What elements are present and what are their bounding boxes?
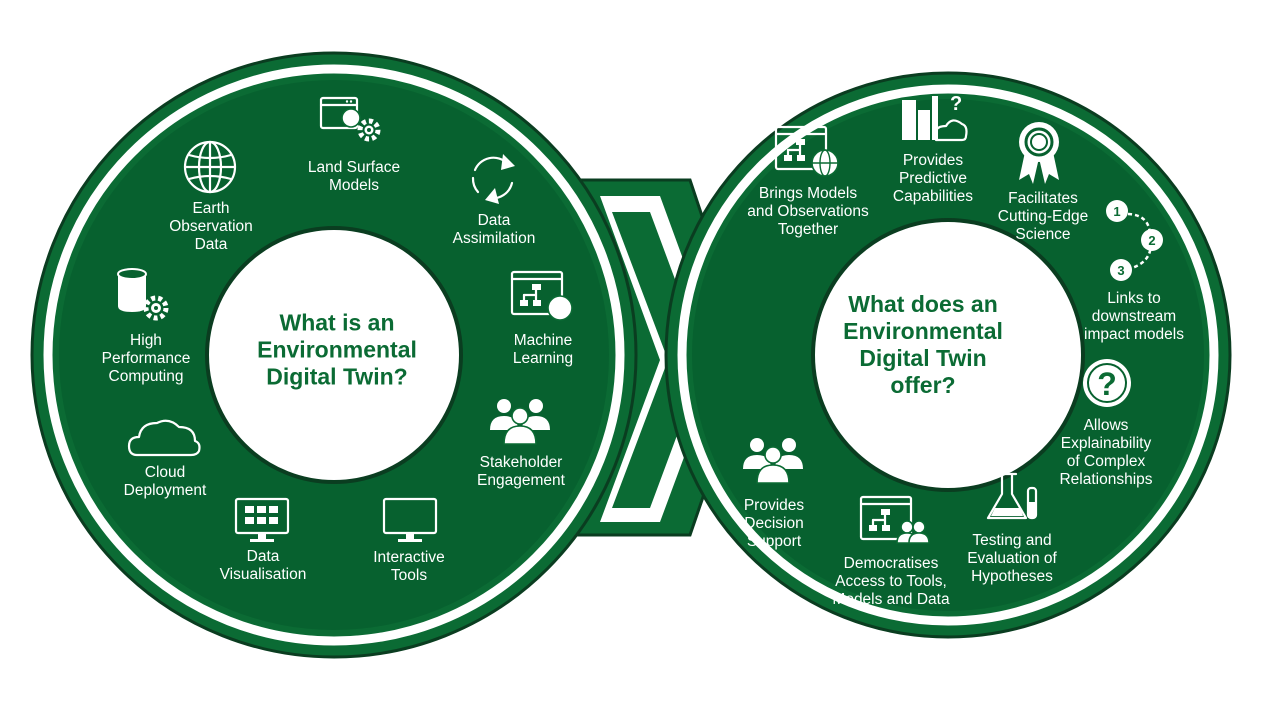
label-machine-learning: Machine Learning (512, 332, 574, 367)
right-center-question: What does an Environmental Digital Twin … (843, 291, 1003, 398)
label-democratises-access: Democratises Access to Tools, Models and… (832, 555, 950, 608)
label-high-performance-computing: High Performance Computing (101, 332, 191, 385)
label-stakeholder-engagement: Stakeholder Engagement (477, 454, 565, 489)
right-circle (664, 71, 1232, 639)
city-question-icon: ? (902, 93, 968, 142)
label-cloud-deployment: Cloud Deployment (123, 464, 207, 499)
label-decision-support: Provides Decision Support (743, 497, 805, 550)
left-circle (30, 51, 638, 659)
step-number-2: 2 (1148, 233, 1155, 248)
label-downstream-impact-models: Links to downstream impact models (1084, 290, 1184, 343)
label-explainability: Allows Explainability of Complex Relatio… (1059, 417, 1153, 488)
label-data-assimilation: Data Assimilation (452, 212, 536, 247)
label-brings-models-observations: Brings Models and Observations Together (747, 185, 869, 238)
dashboard-monitor-icon (234, 497, 290, 542)
monitor-icon (382, 497, 438, 542)
question-circle-icon (1083, 359, 1131, 407)
browser-network-globe-icon (774, 125, 839, 177)
award-ribbon-icon (1019, 122, 1059, 184)
database-gear-icon (117, 268, 169, 321)
step-number-1: 1 (1113, 204, 1120, 219)
left-center-question: What is an Environmental Digital Twin? (257, 309, 417, 390)
label-land-surface-models: Land Surface Models (307, 159, 401, 194)
label-earth-observation-data: Earth Observation Data (169, 200, 253, 253)
svg-text:?: ? (950, 93, 962, 115)
people-group-icon (743, 438, 803, 484)
step-number-3: 3 (1117, 263, 1124, 278)
label-testing-evaluation: Testing and Evaluation of Hypotheses (967, 532, 1057, 585)
people-group-icon (490, 399, 550, 445)
cloud-icon (127, 419, 201, 457)
label-interactive-tools: Interactive Tools (373, 549, 445, 584)
question-glyph: ? (1097, 366, 1117, 402)
browser-network-icon (510, 270, 573, 321)
browser-globe-gear-icon (319, 96, 381, 142)
label-data-visualisation: Data Visualisation (219, 548, 307, 583)
label-predictive-capabilities: Provides Predictive Capabilities (892, 152, 974, 205)
lab-flask-icon (986, 472, 1038, 520)
globe-icon (183, 140, 237, 194)
label-cutting-edge-science: Facilitates Cutting-Edge Science (997, 190, 1089, 243)
recycle-arrows-icon (471, 154, 515, 204)
browser-network-people-icon (859, 495, 930, 544)
numbered-steps-icon (1106, 200, 1163, 281)
